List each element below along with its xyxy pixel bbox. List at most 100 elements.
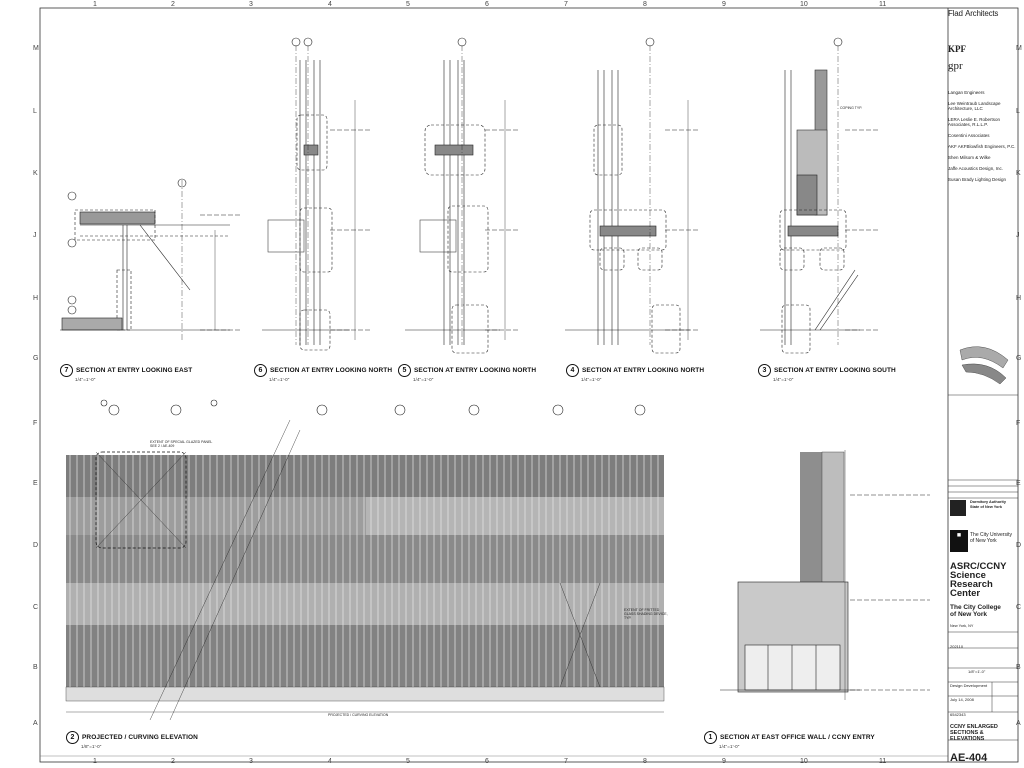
grid-letter-C: C xyxy=(33,604,39,611)
grid-number-1: 1 xyxy=(93,758,97,765)
grid-letter-K: K xyxy=(33,170,38,177)
grid-letter-C: C xyxy=(1016,604,1022,611)
consultant-entry: AKF AKFBlowfish Engineers, P.C. xyxy=(948,144,1016,149)
grid-number-2: 2 xyxy=(171,758,175,765)
key-plan xyxy=(959,346,1009,385)
grid-number-11: 11 xyxy=(879,758,887,765)
grid-number-7: 7 xyxy=(564,1,568,8)
grid-letter-M: M xyxy=(33,45,39,52)
consultant-entry: Cosentini Associates xyxy=(948,133,990,138)
grid-number-10: 10 xyxy=(800,1,808,8)
grid-number-4: 4 xyxy=(328,1,332,8)
grid-letter-G: G xyxy=(33,355,39,362)
grid-letter-E: E xyxy=(1016,480,1021,487)
grid-number-11: 11 xyxy=(879,1,887,8)
dasny-number: 6542343 xyxy=(950,712,966,717)
grid-number-6: 6 xyxy=(485,758,489,765)
sheet-number: AE-404 xyxy=(950,752,988,764)
project-title-line: Research xyxy=(950,579,993,590)
drawing-scale: 1/8"=1'-0" xyxy=(968,669,986,674)
consultant-entry: Susan Brady Lighting Design xyxy=(948,177,1007,182)
elevation-2-drawing xyxy=(65,399,665,721)
grid-number-5: 5 xyxy=(406,758,410,765)
dimension-projected: PROJECTED / CURVING ELEVATION xyxy=(328,713,389,717)
kpf-logo: KPF xyxy=(948,44,966,54)
grid-letter-A: A xyxy=(33,720,38,727)
note-special-glazed: EXTENT OF SPECIAL GLAZED PANEL SEE 2 / A… xyxy=(150,440,213,448)
grid-letter-H: H xyxy=(1016,295,1022,302)
consultant-entry: Langan Engineers xyxy=(948,90,985,95)
project-number: 202110 xyxy=(950,644,964,649)
grid-letter-F: F xyxy=(1016,420,1021,427)
section-4-drawing xyxy=(565,37,700,354)
grid-number-7: 7 xyxy=(564,758,568,765)
grid-letter-G: G xyxy=(1016,355,1022,362)
section-7-drawing xyxy=(60,178,240,340)
issue-date: July 14, 2008 xyxy=(950,697,974,702)
grid-letter-D: D xyxy=(33,542,39,549)
section-1-drawing xyxy=(720,450,930,700)
grid-letter-B: B xyxy=(33,664,38,671)
grid-letter-J: J xyxy=(1016,232,1020,239)
section-6-drawing xyxy=(262,37,370,351)
grid-letter-M: M xyxy=(1016,45,1022,52)
note-fritted-glass: EXTENT OF FRITTED GLASS SHADING DEVICE, … xyxy=(624,608,668,620)
consultant-entry: Jaffe Acoustics Design, Inc. xyxy=(948,166,1003,171)
project-location: New York, NY xyxy=(950,624,974,628)
section-3-drawing xyxy=(760,37,880,354)
grid-number-3: 3 xyxy=(249,758,253,765)
consultant-entry: LERA Leslie E. Robertson Associates, R.L… xyxy=(948,117,1001,127)
gpr-logo: gpr xyxy=(948,60,963,72)
title-block-frame xyxy=(948,394,1018,741)
grid-number-4: 4 xyxy=(328,758,332,765)
grid-letter-E: E xyxy=(33,480,38,487)
title-block: Flad Architects KPF gpr Langan Engineers… xyxy=(948,8,1018,764)
grid-number-8: 8 xyxy=(643,758,647,765)
university-name: The City University of New York xyxy=(970,532,1012,544)
cuny-icon: ■ xyxy=(950,530,968,552)
grid-number-8: 8 xyxy=(643,1,647,8)
grid-letter-K: K xyxy=(1016,170,1021,177)
grid-number-9: 9 xyxy=(722,758,726,765)
grid-letter-F: F xyxy=(33,420,38,427)
grid-number-2: 2 xyxy=(171,1,175,8)
grid-letter-A: A xyxy=(1016,720,1021,727)
grid-number-1: 1 xyxy=(93,1,97,8)
architect-logo: Flad Architects xyxy=(948,9,999,18)
college-line: The City College xyxy=(950,604,1001,611)
grid-number-6: 6 xyxy=(485,1,489,8)
grid-letter-D: D xyxy=(1016,542,1022,549)
college-line: of New York xyxy=(950,611,987,618)
grid-number-3: 3 xyxy=(249,1,253,8)
grid-number-5: 5 xyxy=(406,1,410,8)
project-title-line: Center xyxy=(950,588,981,599)
project-title-line: ASRC/CCNY xyxy=(950,561,1007,572)
section-5-drawing xyxy=(405,37,520,354)
consultant-entry: Shen Milsom & Wilke xyxy=(948,155,991,160)
consultant-entry: Lee Weintraub Landscape Architecture, LL… xyxy=(948,101,1001,111)
grid-letter-H: H xyxy=(33,295,39,302)
grid-letter-J: J xyxy=(33,232,37,239)
grid-number-10: 10 xyxy=(800,758,808,765)
grid-letter-L: L xyxy=(1016,108,1020,115)
sheet-title-line: CCNY ENLARGED xyxy=(950,724,998,730)
note-coping: COPING TYP. xyxy=(840,106,863,110)
dasny-icon xyxy=(950,500,966,516)
grid-number-9: 9 xyxy=(722,1,726,8)
grid-letter-L: L xyxy=(33,108,37,115)
project-phase: Design Development xyxy=(950,683,988,688)
project-title-line: Science xyxy=(950,570,986,581)
authority-logo: Dormitory Authority State of New York xyxy=(970,500,1006,509)
